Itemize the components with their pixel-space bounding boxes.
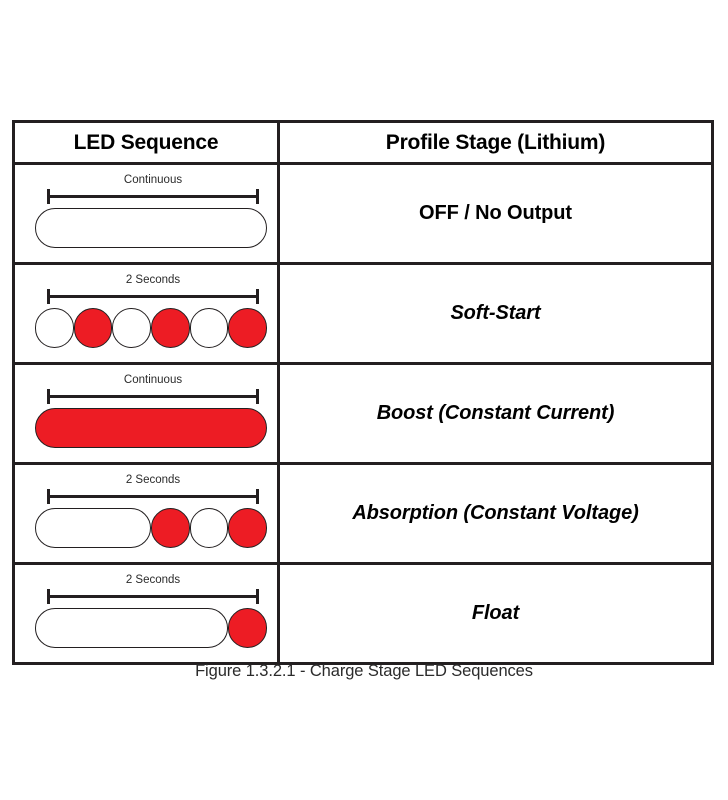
led-sequence-graphic: 2 Seconds xyxy=(35,473,267,555)
figure-caption: Figure 1.3.2.1 - Charge Stage LED Sequen… xyxy=(195,662,533,680)
duration-label: 2 Seconds xyxy=(125,274,181,286)
duration-label: Continuous xyxy=(123,174,183,186)
led-sequence-cell-soft-start: 2 Seconds xyxy=(15,265,280,362)
dimension-end-cap-left xyxy=(47,589,50,604)
dimension-end-cap-left xyxy=(47,489,50,504)
duration-label: 2 Seconds xyxy=(125,574,181,586)
led-segment-off xyxy=(35,208,267,248)
header-cell-led-sequence: LED Sequence xyxy=(15,123,280,162)
profile-stage-label: Soft-Start xyxy=(450,302,541,324)
dimension-bar xyxy=(47,295,259,298)
dimension-bar xyxy=(47,395,259,398)
led-segment-off xyxy=(35,508,151,548)
led-strip xyxy=(35,407,267,449)
duration-dimension-line: Continuous xyxy=(47,373,259,407)
led-strip xyxy=(35,307,267,349)
led-sequence-graphic: 2 Seconds xyxy=(35,273,267,355)
led-segment-on xyxy=(228,608,267,648)
led-segment-on xyxy=(151,508,190,548)
led-sequence-graphic: Continuous xyxy=(35,373,267,455)
profile-stage-cell-off: OFF / No Output xyxy=(280,165,711,262)
led-segment-on xyxy=(73,308,113,348)
led-segment-on xyxy=(151,308,190,348)
profile-stage-cell-absorption: Absorption (Constant Voltage) xyxy=(280,465,711,562)
led-sequence-cell-float: 2 Seconds xyxy=(15,565,280,662)
profile-stage-cell-float: Float xyxy=(280,565,711,662)
dimension-end-cap-left xyxy=(47,189,50,204)
led-sequence-graphic: 2 Seconds xyxy=(35,573,267,655)
profile-stage-label: Boost (Constant Current) xyxy=(376,402,615,424)
dimension-end-cap-left xyxy=(47,389,50,404)
led-segment-on xyxy=(228,308,267,348)
dimension-bar xyxy=(47,495,259,498)
duration-label: 2 Seconds xyxy=(125,474,181,486)
header-label-led-sequence: LED Sequence xyxy=(73,130,219,154)
led-sequence-cell-boost: Continuous xyxy=(15,365,280,462)
header-label-profile-stage: Profile Stage (Lithium) xyxy=(385,130,606,154)
led-segment-on xyxy=(35,408,267,448)
led-sequence-cell-off: Continuous xyxy=(15,165,280,262)
led-segment-off xyxy=(35,308,74,348)
duration-dimension-line: 2 Seconds xyxy=(47,473,259,507)
led-strip xyxy=(35,607,267,649)
led-strip xyxy=(35,207,267,249)
duration-dimension-line: 2 Seconds xyxy=(47,273,259,307)
dimension-bar xyxy=(47,595,259,598)
led-sequence-table: LED Sequence Profile Stage (Lithium) Con… xyxy=(12,120,714,665)
led-segment-on xyxy=(228,508,267,548)
dimension-end-cap-right xyxy=(256,189,259,204)
profile-stage-cell-boost: Boost (Constant Current) xyxy=(280,365,711,462)
led-segment-off xyxy=(189,308,229,348)
profile-stage-label: Absorption (Constant Voltage) xyxy=(352,502,639,524)
dimension-end-cap-right xyxy=(256,389,259,404)
dimension-bar xyxy=(47,195,259,198)
dimension-end-cap-right xyxy=(256,289,259,304)
header-cell-profile-stage: Profile Stage (Lithium) xyxy=(280,123,711,162)
led-segment-off xyxy=(112,308,151,348)
table-header-row: LED Sequence Profile Stage (Lithium) xyxy=(15,123,711,165)
duration-label: Continuous xyxy=(123,374,183,386)
dimension-end-cap-right xyxy=(256,589,259,604)
dimension-end-cap-right xyxy=(256,489,259,504)
led-segment-off xyxy=(189,508,229,548)
profile-stage-cell-soft-start: Soft-Start xyxy=(280,265,711,362)
profile-stage-label: Float xyxy=(471,602,520,624)
led-segment-off xyxy=(35,608,229,648)
duration-dimension-line: 2 Seconds xyxy=(47,573,259,607)
led-sequence-graphic: Continuous xyxy=(35,173,267,255)
led-sequence-cell-absorption: 2 Seconds xyxy=(15,465,280,562)
duration-dimension-line: Continuous xyxy=(47,173,259,207)
profile-stage-label: OFF / No Output xyxy=(419,202,572,224)
dimension-end-cap-left xyxy=(47,289,50,304)
led-strip xyxy=(35,507,267,549)
